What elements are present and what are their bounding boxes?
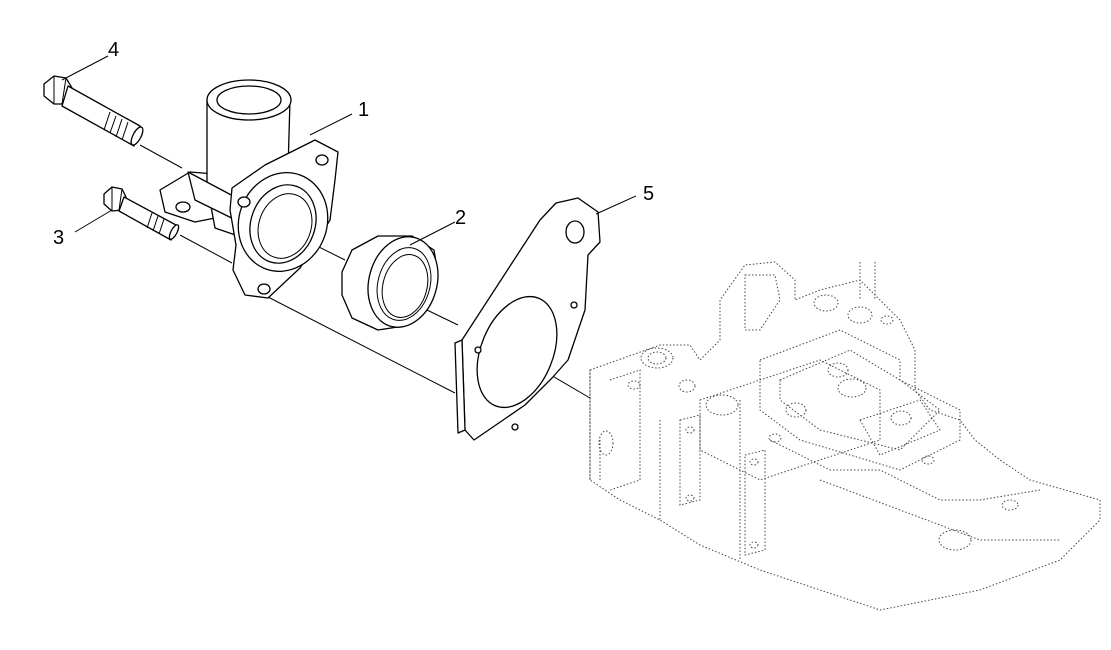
water-outlet-housing [159,79,339,299]
gasket-plate [454,197,601,441]
engine-block [589,261,1101,611]
callout-5: 5 [643,183,654,205]
callout-1: 1 [358,99,369,121]
callout-2: 2 [455,207,466,229]
long-bolt [43,75,144,147]
thermostat-ring [341,235,439,331]
short-bolt [103,186,180,241]
callout-3: 3 [53,227,64,249]
leader-lines [61,55,637,246]
callout-4: 4 [108,39,119,61]
